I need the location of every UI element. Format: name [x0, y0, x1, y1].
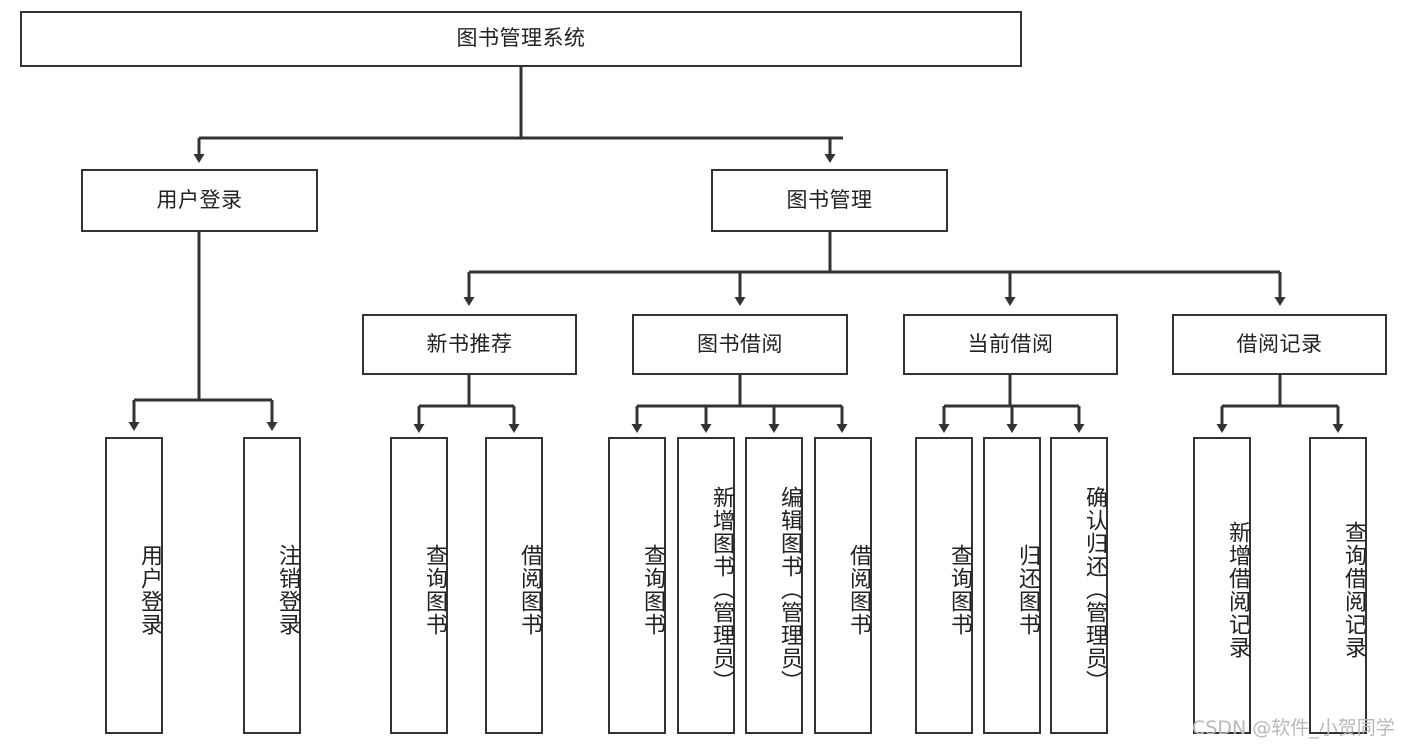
leaf-label: 查询图书 [640, 543, 665, 636]
leaf-label: 确认归还（管理员） [1082, 486, 1107, 693]
node-current-borrow[interactable]: 当前借阅 [903, 314, 1118, 375]
node-book-management-label: 图书管理 [786, 187, 873, 212]
leaf-label: 注销登录 [275, 543, 300, 636]
leaf-label: 编辑图书（管理员） [777, 486, 802, 693]
node-new-book-recommend-label: 新书推荐 [426, 331, 513, 356]
node-root[interactable]: 图书管理系统 [20, 11, 1022, 67]
leaf-borrow-record-add[interactable]: 新增借阅记录 [1193, 437, 1251, 734]
leaf-label: 用户登录 [137, 543, 162, 636]
leaf-user-login-login[interactable]: 用户登录 [105, 437, 163, 734]
leaf-new-book-borrow[interactable]: 借阅图书 [485, 437, 543, 734]
leaf-label: 查询图书 [947, 543, 972, 636]
leaf-label: 借阅图书 [846, 543, 871, 636]
leaf-label: 新增借阅记录 [1225, 520, 1250, 659]
leaf-new-book-query[interactable]: 查询图书 [390, 437, 448, 734]
leaf-label: 借阅图书 [517, 543, 542, 636]
leaf-book-borrow-query[interactable]: 查询图书 [608, 437, 666, 734]
leaf-label: 归还图书 [1015, 543, 1040, 636]
leaf-label: 查询图书 [422, 543, 447, 636]
node-borrow-record[interactable]: 借阅记录 [1172, 314, 1387, 375]
node-book-management[interactable]: 图书管理 [711, 169, 948, 232]
leaf-label: 查询借阅记录 [1341, 520, 1366, 659]
leaf-book-borrow-borrow[interactable]: 借阅图书 [814, 437, 872, 734]
node-current-borrow-label: 当前借阅 [967, 331, 1054, 356]
node-user-login-label: 用户登录 [156, 187, 243, 212]
leaf-current-borrow-return[interactable]: 归还图书 [983, 437, 1041, 734]
leaf-book-borrow-edit[interactable]: 编辑图书（管理员） [745, 437, 803, 734]
leaf-current-borrow-query[interactable]: 查询图书 [915, 437, 973, 734]
leaf-label: 新增图书（管理员） [709, 486, 734, 693]
node-root-label: 图书管理系统 [456, 26, 586, 51]
node-borrow-record-label: 借阅记录 [1236, 331, 1323, 356]
leaf-borrow-record-query[interactable]: 查询借阅记录 [1309, 437, 1367, 734]
node-book-borrow[interactable]: 图书借阅 [632, 314, 848, 375]
node-user-login[interactable]: 用户登录 [81, 169, 318, 232]
leaf-book-borrow-add[interactable]: 新增图书（管理员） [677, 437, 735, 734]
leaf-current-borrow-confirm-return[interactable]: 确认归还（管理员） [1050, 437, 1108, 734]
watermark: CSDN @软件_小贺同学 [1192, 717, 1395, 739]
node-new-book-recommend[interactable]: 新书推荐 [362, 314, 577, 375]
node-book-borrow-label: 图书借阅 [697, 331, 783, 356]
leaf-user-login-logout[interactable]: 注销登录 [243, 437, 301, 734]
